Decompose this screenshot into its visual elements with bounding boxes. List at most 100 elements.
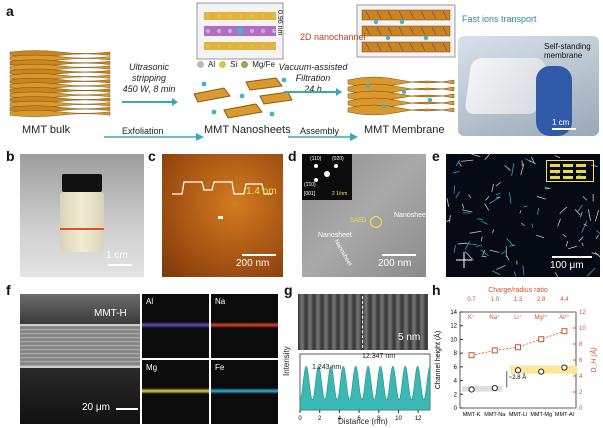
eds-al: Al [142, 294, 209, 358]
membrane-drawing [347, 76, 455, 116]
sem-scale-bar [116, 408, 138, 410]
sem-image: MMT-H 20 μm [20, 294, 140, 424]
mgfe-dot-icon [241, 61, 249, 68]
channel-height-point [561, 364, 568, 371]
y2-tick: 2 [579, 390, 583, 396]
si-atom [250, 44, 254, 48]
dh-point [468, 352, 475, 359]
si-atom [239, 14, 243, 18]
dh-point [561, 328, 568, 335]
saed-circle [370, 216, 382, 228]
y-tick: 4 [454, 379, 458, 385]
vial-photo: 1 cm [20, 154, 144, 277]
channel-ion [385, 35, 391, 41]
y-tick: 2 [454, 392, 458, 398]
dh-series-line [471, 330, 565, 356]
al-atom [260, 28, 266, 34]
afm-scale-text: 200 nm [236, 258, 270, 269]
top-tick: 2.8 [537, 297, 546, 303]
si-atom [250, 14, 254, 18]
y-tick: 0 [454, 406, 458, 412]
eds-fe: Fe [211, 360, 278, 424]
channel-layer [361, 9, 451, 21]
y2-tick: 6 [579, 358, 583, 364]
al-atom [205, 28, 211, 34]
si-atom [272, 44, 276, 48]
y-tick: 12 [450, 324, 457, 330]
y-tick: 6 [454, 365, 458, 371]
fluo-scale-bar [552, 256, 592, 258]
ion-label: Al³⁺ [559, 314, 570, 321]
ion [236, 27, 244, 35]
mmt-membrane-label: MMT Membrane [364, 124, 445, 136]
panel-label-g: g [284, 282, 293, 298]
si-atom [272, 14, 276, 18]
g-xtick: 6 [357, 416, 361, 422]
fluorescence-inset [546, 160, 594, 182]
membrane-ion [427, 97, 433, 103]
exfoliation-arrow [104, 133, 204, 141]
ion-label: Li⁺ [514, 314, 522, 321]
nanosheet-label-1: Nanosheet [394, 212, 428, 219]
tem-image: (110) (020) (1̄10) [001] 2 1/nm SAED Nan… [302, 154, 428, 277]
membrane-ion [365, 83, 371, 89]
nanosheet-label-2: Nanosheet [318, 232, 352, 239]
channel-layer [361, 25, 451, 37]
si-atom [228, 14, 232, 18]
y2-tick: 4 [579, 374, 583, 380]
al-dot-icon [197, 61, 204, 68]
afm-height-label: 1.4 nm [246, 186, 277, 197]
photo-scale-text: 1 cm [552, 118, 570, 127]
x-category: MMT-K [463, 412, 481, 418]
annotation-text: ~2.8 Å [509, 374, 527, 381]
y2-tick: 0 [579, 406, 583, 412]
al-atom [249, 28, 255, 34]
top-tick: 0.7 [467, 297, 476, 303]
eds-maps: Al Na Mg Fe [142, 294, 278, 424]
channel-height-point [514, 367, 522, 374]
k-na-band [462, 386, 503, 392]
ion-label: Mg²⁺ [534, 314, 548, 321]
axes-cross-icon [456, 252, 472, 268]
y2-tick: 8 [579, 342, 583, 348]
top-tick: 1.0 [491, 297, 500, 303]
channel-height-point [468, 386, 475, 393]
al-atom [227, 28, 233, 34]
dh-point [538, 336, 545, 343]
panel-label-a: a [6, 3, 14, 19]
g-xtick: 8 [377, 416, 381, 422]
channel-height-point [491, 385, 498, 392]
g-xtick: 10 [395, 416, 402, 422]
membrane-ion [401, 89, 407, 95]
channel-ion [373, 19, 379, 25]
mmt-bulk-label: MMT bulk [22, 124, 71, 136]
si-atom [217, 44, 221, 48]
channel-ion [423, 35, 429, 41]
tem-scale-bar [382, 254, 416, 256]
si-atom [217, 14, 221, 18]
dh-point [515, 344, 521, 351]
tem-scale-text: 200 nm [378, 258, 412, 269]
afm-scale-bar [242, 254, 276, 256]
intensity-ylabel: Intensity [282, 346, 291, 376]
nanosheet-label-3: Nanosheet [332, 238, 353, 268]
al-atom [216, 28, 222, 34]
g-xtick: 2 [318, 416, 322, 422]
mmt-nanosheets-label: MMT Nanosheets [204, 124, 291, 136]
x-category: MMT-Mg [530, 412, 552, 418]
panel-label-d: d [288, 148, 297, 164]
ion-label: K⁺ [468, 314, 475, 321]
nanosheets-drawing [193, 77, 293, 119]
bulk-layer [9, 110, 111, 117]
panel-label-b: b [6, 148, 15, 164]
x-category: MMT-Li [509, 412, 527, 418]
si-dot-icon [219, 61, 227, 68]
atom-legend: Al Si Mg/Fe [197, 60, 285, 69]
si-atom [206, 14, 210, 18]
al-atom [271, 28, 277, 34]
panel-label-c: c [148, 148, 156, 164]
nanochannel-box [356, 4, 456, 58]
